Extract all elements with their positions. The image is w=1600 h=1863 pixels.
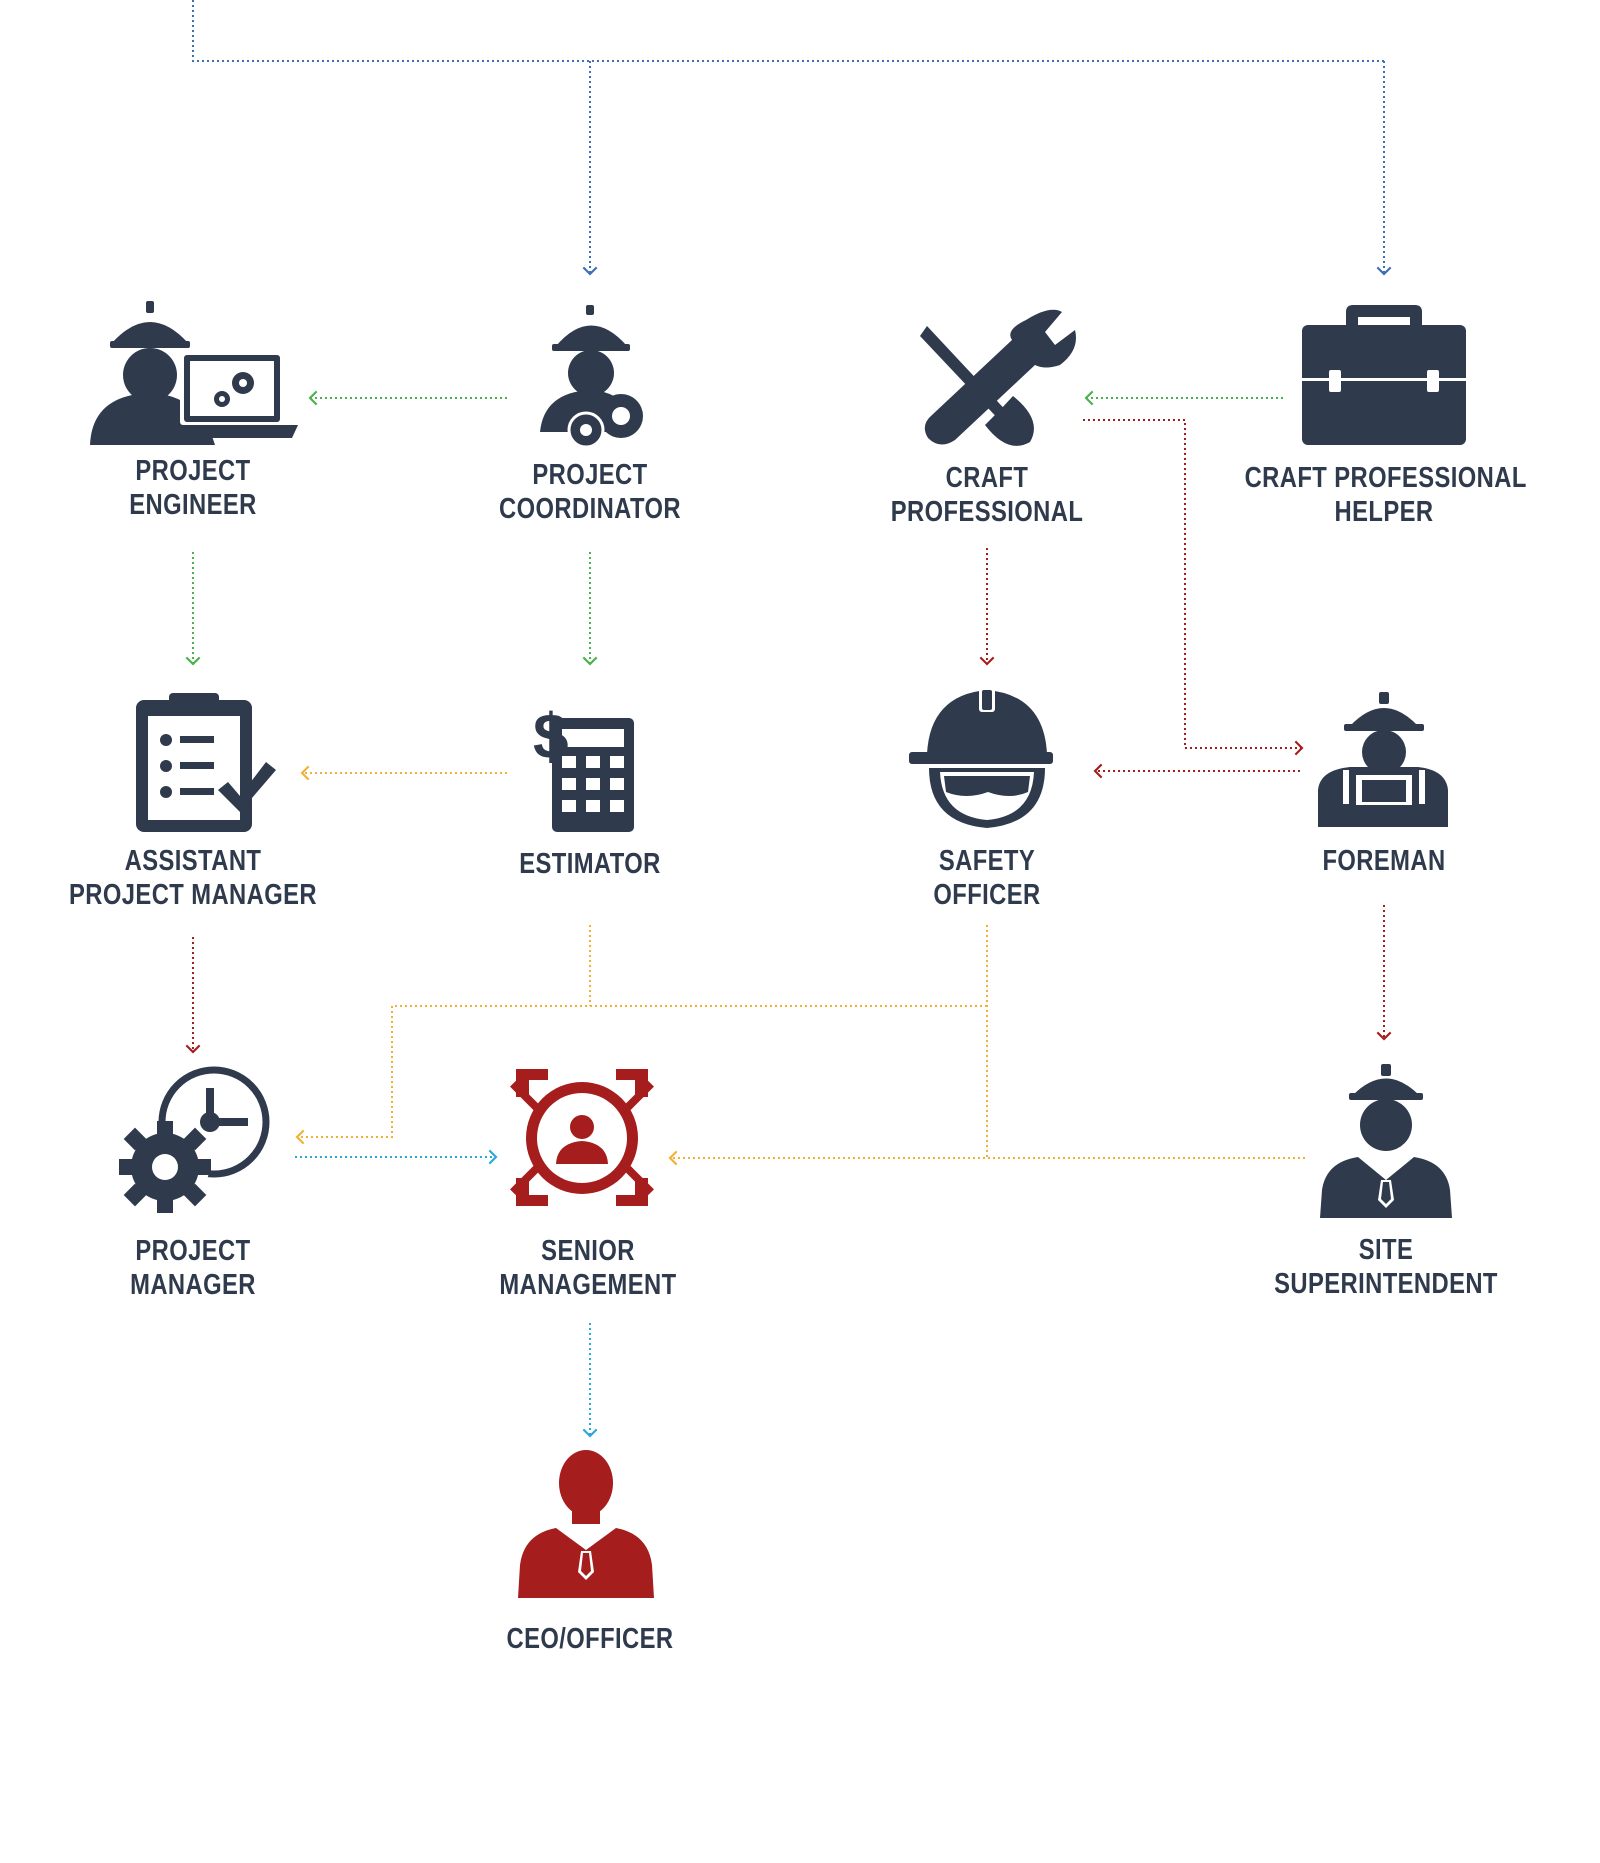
- label-line: SITE: [1358, 1234, 1414, 1266]
- label-craft-professional: CRAFT PROFESSIONAL: [848, 461, 1127, 529]
- label-line: PROJECT MANAGER: [69, 879, 317, 911]
- label-line: ESTIMATOR: [519, 848, 661, 880]
- svg-text:$: $: [533, 700, 569, 772]
- label-line: PROFESSIONAL: [890, 496, 1084, 528]
- label-craft-professional-helper: CRAFT PROFESSIONAL HELPER: [1244, 461, 1527, 529]
- label-line: SAFETY: [938, 845, 1036, 877]
- label-ceo-officer: CEO/OFFICER: [451, 1622, 730, 1656]
- label-foreman: FOREMAN: [1245, 844, 1524, 878]
- toolbox-icon: [1302, 305, 1466, 445]
- label-line: SUPERINTENDENT: [1274, 1268, 1498, 1300]
- label-estimator: ESTIMATOR: [451, 847, 730, 881]
- label-project-engineer: PROJECT ENGINEER: [54, 454, 333, 522]
- label-line: HELPER: [1334, 496, 1434, 528]
- foreman-overalls-icon: [1318, 692, 1448, 827]
- label-line: CEO/OFFICER: [506, 1623, 674, 1655]
- person-expand-arrows-icon: [510, 1069, 654, 1206]
- label-line: PROJECT: [532, 459, 648, 491]
- label-line: CRAFT PROFESSIONAL: [1244, 462, 1527, 494]
- label-line: OFFICER: [933, 879, 1041, 911]
- connector-top-left-bus: [192, 0, 1384, 62]
- label-line: PROJECT: [135, 455, 251, 487]
- connector-craft-professional-to-foreman: [1083, 419, 1304, 756]
- connector-orange-bus: [295, 1005, 987, 1145]
- label-line: SENIOR: [541, 1235, 635, 1267]
- label-line: CRAFT: [945, 462, 1029, 494]
- label-safety-officer: SAFETY OFFICER: [848, 844, 1127, 912]
- hardhat-goggles-icon: [909, 688, 1053, 828]
- label-assistant-project-manager: ASSISTANT PROJECT MANAGER: [54, 844, 333, 912]
- label-senior-management: SENIOR MANAGEMENT: [449, 1234, 728, 1302]
- label-line: ASSISTANT: [124, 845, 262, 877]
- label-site-superintendent: SITE SUPERINTENDENT: [1247, 1233, 1526, 1301]
- wrench-screwdriver-icon: [920, 309, 1076, 446]
- label-line: FOREMAN: [1322, 845, 1446, 877]
- label-line: MANAGER: [130, 1269, 256, 1301]
- gear-clock-icon: [119, 1066, 270, 1213]
- label-project-coordinator: PROJECT COORDINATOR: [451, 458, 730, 526]
- label-line: COORDINATOR: [499, 493, 681, 525]
- worker-gears-icon: [540, 305, 643, 449]
- label-project-manager: PROJECT MANAGER: [54, 1234, 333, 1302]
- calculator-dollar-icon: $: [533, 700, 634, 832]
- engineer-laptop-icon: [90, 301, 298, 445]
- clipboard-checklist-icon: [136, 693, 276, 832]
- superintendent-suit-icon: [1320, 1064, 1452, 1218]
- label-line: ENGINEER: [129, 489, 257, 521]
- label-line: PROJECT: [135, 1235, 251, 1267]
- executive-person-icon: [518, 1450, 654, 1598]
- label-line: MANAGEMENT: [499, 1269, 677, 1301]
